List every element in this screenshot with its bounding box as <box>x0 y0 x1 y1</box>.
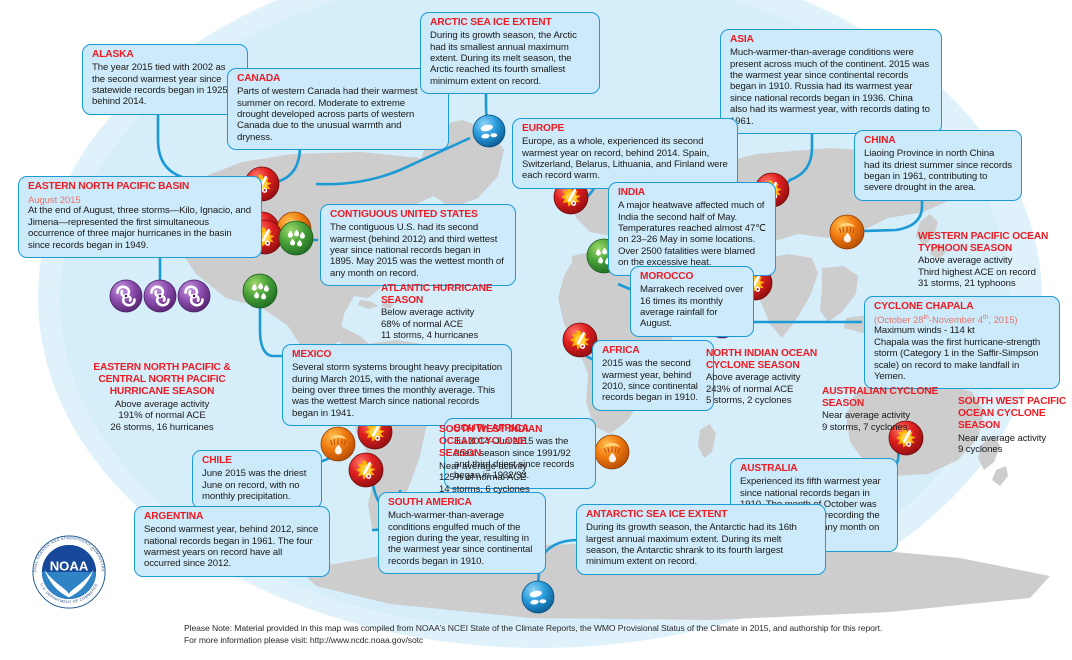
callout-heading: AUSTRALIA <box>740 463 798 474</box>
callout-subheading: (October 28th-November 4th, 2015) <box>874 314 1018 326</box>
callout-body: Liaoing Province in north China had its … <box>864 148 1012 194</box>
callout-heading: CHILE <box>202 455 232 466</box>
callout-south-africa[interactable]: SOUTH AFRICA Jul 2014–Jun 2015 was the d… <box>444 418 596 489</box>
callout-body: At the end of August, three storms—Kilo,… <box>28 205 251 251</box>
callout-body: Much-warmer-than-average conditions were… <box>730 47 930 127</box>
callout-canada[interactable]: CANADA Parts of western Canada had their… <box>227 68 449 151</box>
callout-body: Several storm systems brought heavy prec… <box>292 362 502 419</box>
callout-body: The contiguous U.S. had its second warme… <box>330 222 504 279</box>
season-heading: EASTERN NORTH PACIFIC &CENTRAL NORTH PAC… <box>93 362 231 398</box>
callout-heading: CYCLONE CHAPALA <box>874 301 974 312</box>
callout-mexico[interactable]: MEXICO Several storm systems brought hea… <box>282 344 512 427</box>
callout-antarctic-sea-ice-extent[interactable]: ANTARCTIC SEA ICE EXTENT During its grow… <box>576 504 826 575</box>
callout-subheading: August 2015 <box>28 194 81 206</box>
noaa-wordmark: NOAA <box>50 558 89 573</box>
callout-heading: ALASKA <box>92 49 134 60</box>
callout-heading: ANTARCTIC SEA ICE EXTENT <box>586 509 728 520</box>
callout-heading: CANADA <box>237 73 281 84</box>
callout-heading: EASTERN NORTH PACIFIC BASIN <box>28 181 190 192</box>
footer-note: Please Note: Material provided in this m… <box>184 622 984 647</box>
callout-heading: EUROPE <box>522 123 565 134</box>
callout-heading: MEXICO <box>292 349 332 360</box>
callout-heading: ASIA <box>730 34 754 45</box>
callout-europe[interactable]: EUROPE Europe, as a whole, experienced i… <box>512 118 738 189</box>
callout-body: Much-warmer-than-average conditions engu… <box>388 510 533 567</box>
callout-morocco[interactable]: MOROCCO Marrakech received over 16 times… <box>630 266 754 337</box>
label-eastern-central-north-pacific-hurricane-season: EASTERN NORTH PACIFIC &CENTRAL NORTH PAC… <box>64 362 260 433</box>
callout-heading: AFRICA <box>602 345 640 356</box>
callout-eastern-north-pacific-basin[interactable]: EASTERN NORTH PACIFIC BASIN August 2015 … <box>18 176 262 258</box>
callout-heading: CONTIGUOUS UNITED STATES <box>330 209 478 220</box>
callout-body: June 2015 was the driest June on record,… <box>202 468 307 502</box>
callout-heading: MOROCCO <box>640 271 694 282</box>
callout-body: A major heatwave affected much of India … <box>618 200 766 269</box>
footer-line-2[interactable]: For more information please visit: http:… <box>184 635 424 646</box>
callout-alaska[interactable]: ALASKA The year 2015 tied with 2002 as t… <box>82 44 248 115</box>
callout-heading: SOUTH AFRICA <box>454 423 529 434</box>
callout-arctic-sea-ice-extent[interactable]: ARCTIC SEA ICE EXTENT During its growth … <box>420 12 600 95</box>
callout-india[interactable]: INDIA A major heatwave affected much of … <box>608 182 776 276</box>
callout-chile[interactable]: CHILE June 2015 was the driest June on r… <box>192 450 322 510</box>
callout-heading: CHINA <box>864 135 896 146</box>
callout-contiguous-united-states[interactable]: CONTIGUOUS UNITED STATES The contiguous … <box>320 204 516 287</box>
callout-heading: ARCTIC SEA ICE EXTENT <box>430 17 552 28</box>
callout-heading: SOUTH AMERICA <box>388 497 472 508</box>
callout-body: During its growth season, the Arctic had… <box>430 30 577 87</box>
noaa-logo: NOAA NATIONAL OCEANIC AND ATMOSPHERIC AD… <box>28 531 106 609</box>
callout-argentina[interactable]: ARGENTINA Second warmest year, behind 20… <box>134 506 330 577</box>
callout-heading: INDIA <box>618 187 645 198</box>
callout-china[interactable]: CHINA Liaoing Province in north China ha… <box>854 130 1022 201</box>
callout-body: Jul 2014–Jun 2015 was the driest season … <box>454 436 575 482</box>
callout-asia[interactable]: ASIA Much-warmer-than-average conditions… <box>720 29 942 134</box>
callout-body: The year 2015 tied with 2002 as the seco… <box>92 62 231 108</box>
footer-line-1: Please Note: Material provided in this m… <box>184 623 883 633</box>
callout-body: Marrakech received over 16 times its mon… <box>640 284 744 330</box>
callout-africa[interactable]: AFRICA 2015 was the second warmest year,… <box>592 340 714 411</box>
callout-body: Second warmest year, behind 2012, since … <box>144 524 319 570</box>
callout-body: 2015 was the second warmest year, behind… <box>602 358 698 404</box>
callout-body: Parts of western Canada had their warmes… <box>237 86 418 143</box>
callout-heading: ARGENTINA <box>144 511 204 522</box>
callout-south-america[interactable]: SOUTH AMERICA Much-warmer-than-average c… <box>378 492 546 575</box>
callout-body: Europe, as a whole, experienced its seco… <box>522 136 728 182</box>
callout-cyclone-chapala[interactable]: CYCLONE CHAPALA (October 28th-November 4… <box>864 296 1060 390</box>
callout-body: During its growth season, the Antarctic … <box>586 522 797 568</box>
